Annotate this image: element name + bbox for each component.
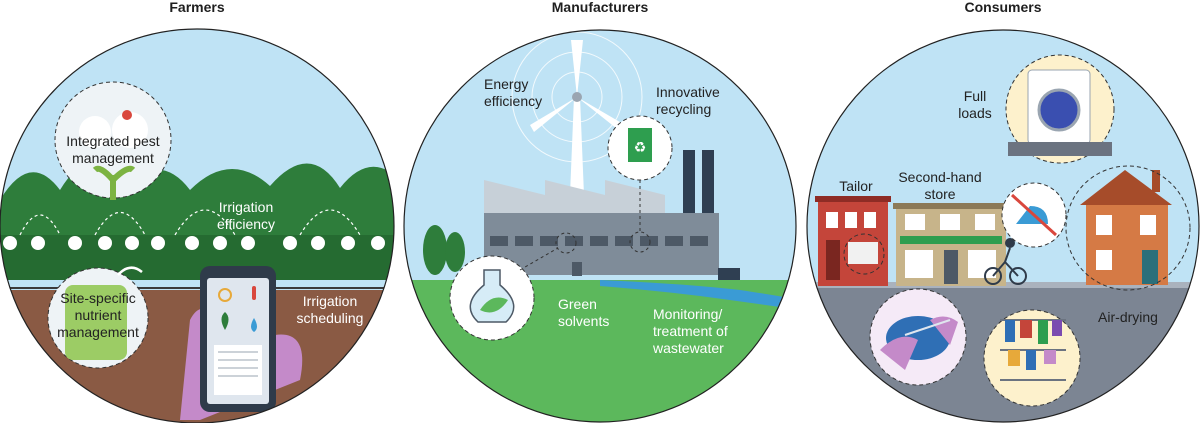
house-ring xyxy=(1065,165,1191,291)
factory-icon xyxy=(484,150,719,276)
label-tailor: Tailor xyxy=(839,178,873,194)
fertilizer-jug-icon xyxy=(65,285,127,360)
crop-rows xyxy=(0,235,394,280)
label-pest-2: management xyxy=(72,150,154,166)
no-iron-bubble xyxy=(1001,182,1067,248)
tailor-shop xyxy=(815,196,891,286)
label-energy-2: efficiency xyxy=(484,93,542,109)
ladybug-icon xyxy=(122,110,132,120)
label-recycling-2: recycling xyxy=(656,101,711,117)
label-nutrient-1: Site-specific xyxy=(60,290,135,306)
pipe-outlet xyxy=(718,268,740,280)
consumers-circle-outline xyxy=(806,29,1200,423)
label-energy-1: Energy xyxy=(484,76,528,92)
cyclist-icon xyxy=(984,238,1027,285)
manufacturers-panel: ♻ xyxy=(404,30,796,422)
label-secondhand-2: store xyxy=(924,186,955,202)
sewing-bubble xyxy=(869,288,967,386)
needle-thread-icon xyxy=(904,319,951,336)
label-green-solvents-2: solvents xyxy=(558,313,609,329)
thermometer-icon xyxy=(252,286,256,300)
label-nutrient-2: nutrient xyxy=(75,307,122,323)
label-irrigation-efficiency-2: efficiency xyxy=(217,216,275,232)
wind-turbine-icon xyxy=(530,40,625,195)
label-air-drying: Air-drying xyxy=(1098,309,1158,325)
recycle-bin-icon xyxy=(628,128,652,162)
panel-title-farmers: Farmers xyxy=(169,0,224,15)
label-green-solvents-1: Green xyxy=(558,296,597,312)
panel-title-manufacturers: Manufacturers xyxy=(552,0,649,15)
sun-icon xyxy=(218,288,232,302)
tailor-ring xyxy=(843,233,885,275)
tree xyxy=(445,232,465,272)
label-secondhand-1: Second-hand xyxy=(898,169,981,185)
water-drop-icon xyxy=(251,318,257,332)
label-wastewater-3: wastewater xyxy=(652,340,724,356)
pest-management-bubble xyxy=(54,81,172,200)
arrow-icon xyxy=(117,266,143,276)
label-irrigation-scheduling-2: scheduling xyxy=(297,310,364,326)
clothes-rack-icon xyxy=(1000,319,1066,381)
river xyxy=(600,280,796,310)
smartphone-icon xyxy=(200,266,276,412)
tree xyxy=(423,225,447,275)
label-irrigation-efficiency-1: Irrigation xyxy=(219,199,273,215)
consumers-panel xyxy=(807,30,1199,422)
panel-title-consumers: Consumers xyxy=(964,0,1041,15)
sprinkler-icon xyxy=(19,209,361,236)
label-nutrient-3: management xyxy=(57,324,139,340)
nutrient-management-bubble xyxy=(47,266,149,369)
air-drying-bubble xyxy=(983,309,1081,407)
label-irrigation-scheduling-1: Irrigation xyxy=(303,293,357,309)
full-loads-bubble xyxy=(1005,54,1115,164)
recycle-symbol: ♻ xyxy=(634,140,647,156)
manufacturers-circle-outline xyxy=(403,29,797,423)
label-full-loads-1: Full xyxy=(964,88,987,104)
seedling-icon xyxy=(221,312,229,330)
label-full-loads-2: loads xyxy=(958,105,991,121)
label-wastewater-2: treatment of xyxy=(653,323,728,339)
recycling-bubble: ♻ xyxy=(607,115,673,253)
house-icon xyxy=(1080,170,1172,285)
secondhand-store xyxy=(893,203,1009,286)
cotton-row xyxy=(3,236,385,250)
farmers-panel xyxy=(0,29,394,423)
solvents-bubble xyxy=(449,232,577,341)
label-recycling-1: Innovative xyxy=(656,84,720,100)
farmers-circle-outline xyxy=(0,28,395,423)
label-wastewater-1: Monitoring/ xyxy=(653,306,722,322)
label-pest-1: Integrated pest xyxy=(66,133,160,149)
